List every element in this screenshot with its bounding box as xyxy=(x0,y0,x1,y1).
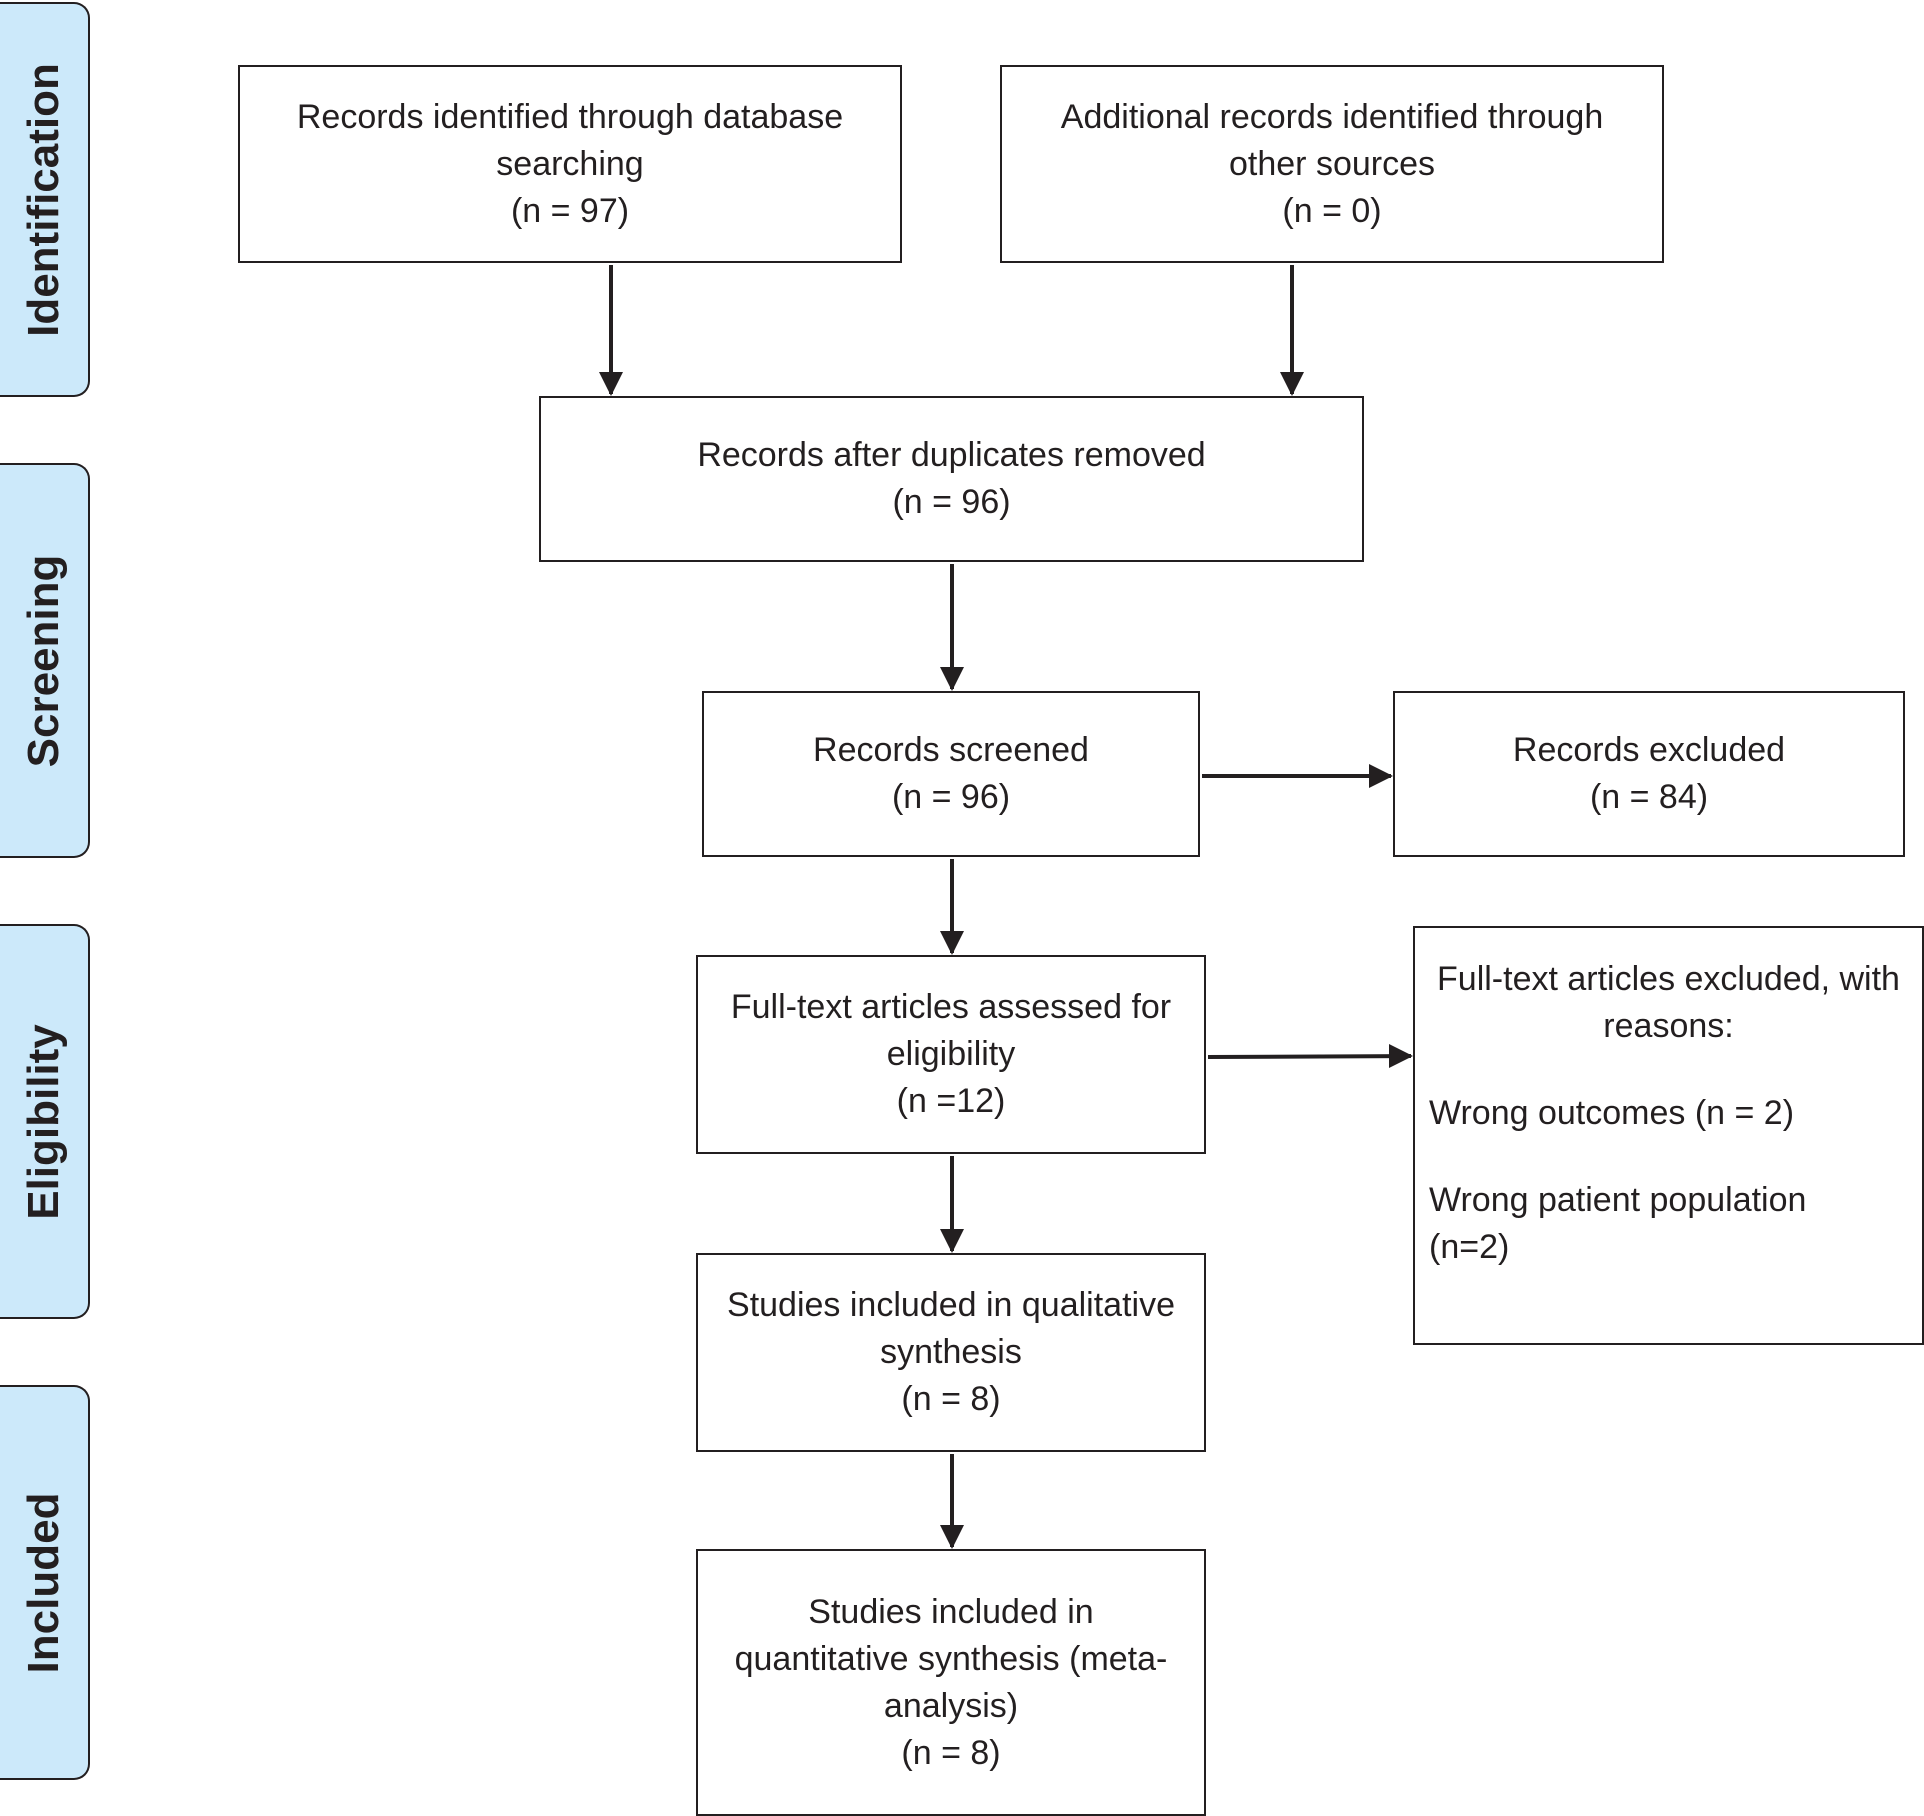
arrowhead xyxy=(1369,764,1393,788)
fulltext-excluded-box: Full-text articles excluded, with reason… xyxy=(1413,926,1924,1345)
arrowhead xyxy=(940,667,964,691)
arrowhead xyxy=(940,1229,964,1253)
arrowhead xyxy=(940,1525,964,1549)
other-sources-box: Additional records identified through ot… xyxy=(1000,65,1664,263)
arrowhead xyxy=(1280,372,1304,396)
records-excluded-box: Records excluded (n = 84) xyxy=(1393,691,1905,857)
database-records-box: Records identified through database sear… xyxy=(238,65,902,263)
arrowhead xyxy=(940,931,964,955)
qualitative-synthesis-box: Studies included in qualitative synthesi… xyxy=(696,1253,1206,1452)
exclusion-reason-outcomes: Wrong outcomes (n = 2) xyxy=(1429,1094,1795,1132)
phase-identification: Identification xyxy=(0,2,90,397)
arrowhead xyxy=(1389,1044,1413,1068)
records-screened-box: Records screened (n = 96) xyxy=(702,691,1200,857)
phase-screening: Screening xyxy=(0,463,90,858)
fulltext-assessed-box: Full-text articles assessed for eligibil… xyxy=(696,955,1206,1154)
quantitative-synthesis-box: Studies included in quantitative synthes… xyxy=(696,1549,1206,1816)
exclusion-reason-population: Wrong patient population xyxy=(1429,1181,1807,1219)
phase-eligibility: Eligibility xyxy=(0,924,90,1319)
duplicates-removed-box: Records after duplicates removed (n = 96… xyxy=(539,396,1364,562)
phase-included: Included xyxy=(0,1385,90,1780)
arrowhead xyxy=(599,372,623,396)
arrow-fulltext-to-excluded xyxy=(1207,1054,1412,1059)
